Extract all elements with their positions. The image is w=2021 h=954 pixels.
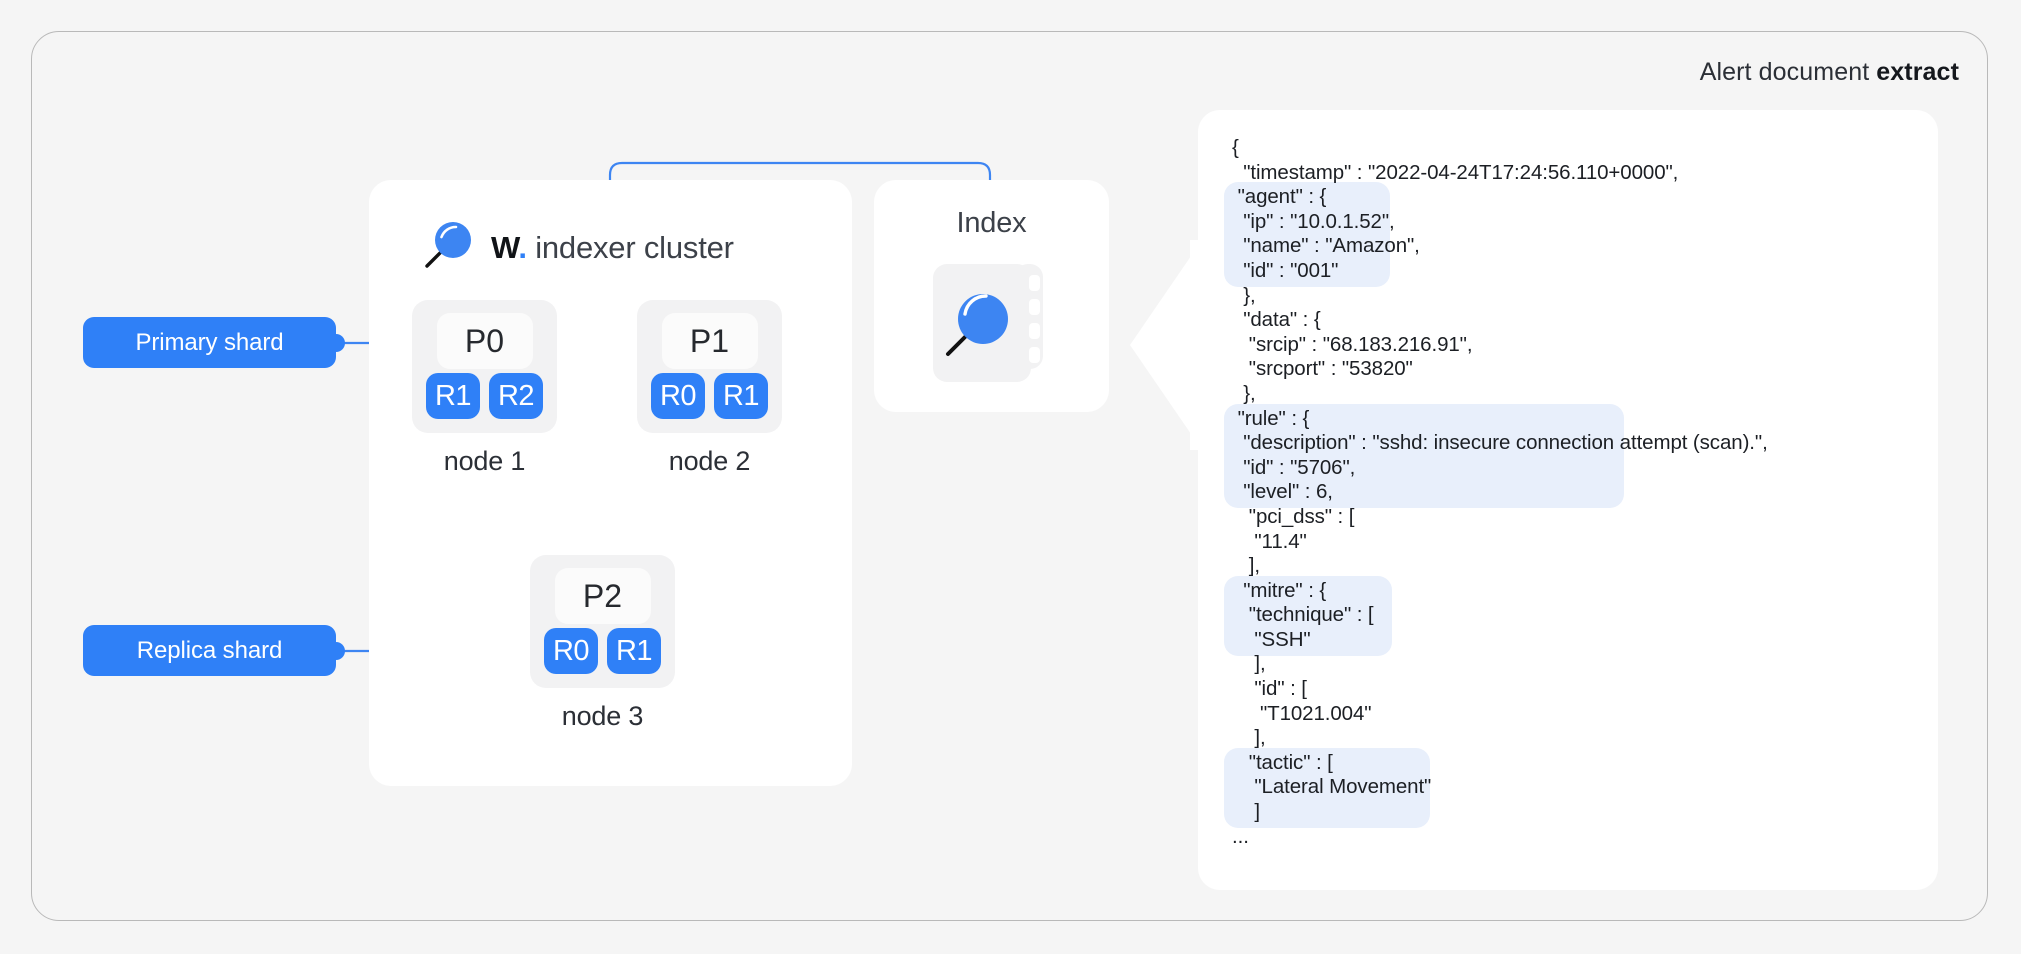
replica-shard-chip[interactable]: R0 (651, 373, 705, 419)
json-line: "agent" : { (1232, 185, 1327, 209)
node-3: P2 R0 R1 node 3 (530, 555, 675, 732)
replica-shard-chip[interactable]: R2 (489, 373, 543, 419)
json-ellipsis: ... (1232, 824, 1249, 848)
json-line: { (1232, 136, 1239, 159)
node-2: P1 R0 R1 node 2 (637, 300, 782, 477)
json-line: ], (1232, 726, 1266, 750)
tactic-block-highlight (1224, 748, 1430, 828)
json-line: "tactic" : [ (1232, 750, 1333, 774)
wazuh-magnifier-icon (419, 216, 477, 279)
json-line: "data" : { (1232, 308, 1321, 332)
json-line: }, (1232, 283, 1256, 307)
node-3-label: node 3 (561, 701, 644, 731)
json-line: "description" : "sshd: insecure connecti… (1232, 431, 1768, 455)
page-title-bold: extract (1876, 58, 1959, 86)
primary-shard-tag[interactable]: Primary shard (83, 317, 336, 368)
json-line: "pci_dss" : [ (1232, 504, 1355, 528)
alert-document-code: { "timestamp" : "2022-04-24T17:24:56.110… (1224, 136, 1932, 849)
json-line: "11.4" (1232, 529, 1307, 553)
json-line: "timestamp" : "2022-04-24T17:24:56.110+0… (1232, 160, 1679, 184)
json-line: ] (1232, 800, 1260, 824)
replica-shard-tag[interactable]: Replica shard (83, 625, 336, 676)
replica-shard-chip[interactable]: R0 (544, 628, 598, 674)
index-card: Index (874, 180, 1109, 412)
json-line: "id" : "5706", (1232, 455, 1356, 479)
json-line: "SSH" (1232, 627, 1311, 651)
brand-dot: . (518, 229, 527, 265)
node-3-box: P2 R0 R1 (530, 555, 675, 688)
node-2-label: node 2 (668, 446, 751, 476)
json-line: }, (1232, 381, 1256, 405)
cluster-title: W. indexer cluster (491, 230, 734, 266)
json-line: "T1021.004" (1232, 701, 1372, 725)
json-line: "ip" : "10.0.1.52", (1232, 209, 1395, 233)
primary-shard-chip[interactable]: P0 (436, 313, 533, 369)
node-2-replica-row: R0 R1 (651, 373, 768, 419)
node-2-box: P1 R0 R1 (637, 300, 782, 433)
node-1-label: node 1 (443, 446, 526, 476)
page-title: Alert document extract (1700, 58, 1959, 87)
json-line: "name" : "Amazon", (1232, 234, 1420, 258)
json-line: "srcip" : "68.183.216.91", (1232, 332, 1473, 356)
cluster-header: W. indexer cluster (419, 216, 734, 279)
brand-letter: W (491, 229, 519, 265)
rule-block-highlight (1224, 403, 1624, 508)
replica-shard-chip[interactable]: R1 (607, 628, 661, 674)
json-line: "id" : [ (1232, 677, 1307, 701)
mitre-block-highlight (1224, 575, 1392, 656)
node-3-replica-row: R0 R1 (544, 628, 661, 674)
json-line: "technique" : [ (1232, 603, 1374, 627)
json-line: "srcport" : "53820" (1232, 357, 1413, 381)
primary-shard-chip[interactable]: P1 (661, 313, 758, 369)
json-line: "Lateral Movement" (1232, 775, 1432, 799)
node-1-replica-row: R1 R2 (426, 373, 543, 419)
json-line: ], (1232, 652, 1266, 676)
document-pointer-arrow-icon (1130, 240, 1202, 450)
json-line: "id" : "001" (1232, 258, 1339, 282)
index-title: Index (956, 207, 1027, 239)
json-line: "level" : 6, (1232, 480, 1333, 504)
node-1-box: P0 R1 R2 (412, 300, 557, 433)
json-line: ], (1232, 554, 1260, 578)
cluster-title-rest: indexer cluster (526, 229, 734, 265)
index-document-magnifier-icon (931, 262, 1053, 389)
page-title-plain: Alert document (1699, 58, 1877, 86)
json-line: "rule" : { (1232, 406, 1310, 430)
node-1: P0 R1 R2 node 1 (412, 300, 557, 477)
replica-shard-chip[interactable]: R1 (426, 373, 480, 419)
replica-shard-chip[interactable]: R1 (714, 373, 768, 419)
json-line: "mitre" : { (1232, 578, 1327, 602)
primary-shard-chip[interactable]: P2 (554, 568, 651, 624)
agent-block-highlight (1224, 182, 1390, 287)
